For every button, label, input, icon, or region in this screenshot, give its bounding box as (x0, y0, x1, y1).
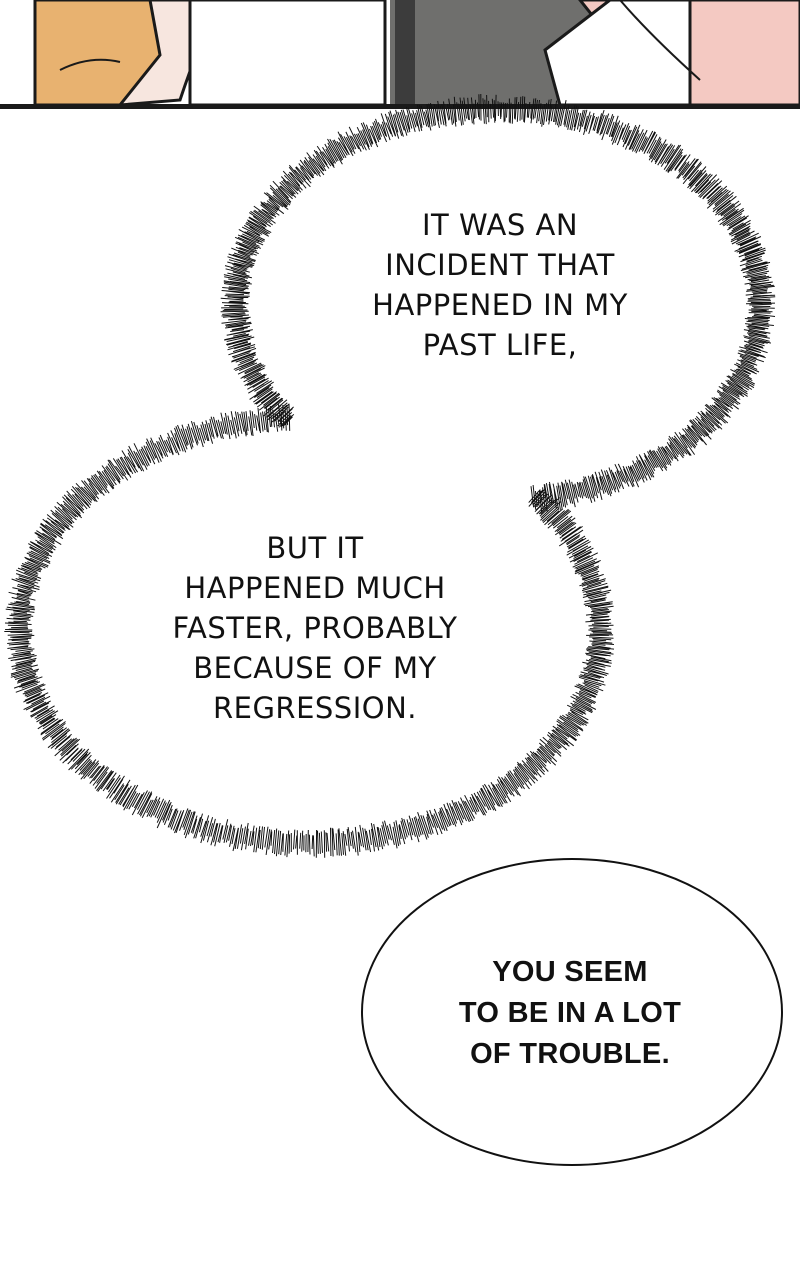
text-line: HAPPENED IN MY (372, 288, 628, 322)
text-line: OF TROUBLE. (470, 1038, 670, 1070)
text-line: YOU SEEM (492, 956, 648, 988)
thought-bubble-text-1: IT WAS AN INCIDENT THAT HAPPENED IN MY P… (330, 205, 670, 365)
thought-bubble-outline (4, 93, 776, 858)
text-line: PAST LIFE, (422, 328, 578, 362)
thought-bubble-text-2: BUT IT HAPPENED MUCH FASTER, PROBABLY BE… (140, 528, 490, 728)
text-line: BUT IT (266, 531, 364, 565)
panel-artwork (33, 0, 800, 108)
text-line: INCIDENT THAT (385, 248, 615, 282)
text-line: FASTER, PROBABLY (172, 611, 458, 645)
text-line: TO BE IN A LOT (458, 997, 682, 1029)
speech-bubble-outline (361, 858, 783, 1166)
text-line: REGRESSION. (212, 691, 418, 725)
comic-panel-top (0, 0, 800, 108)
panel-border (0, 104, 800, 109)
speech-bubble-text: YOU SEEM TO BE IN A LOT OF TROUBLE. (420, 952, 720, 1075)
text-line: IT WAS AN (421, 208, 579, 242)
thought-bubble-hatching (4, 93, 776, 858)
text-line: BECAUSE OF MY (193, 651, 437, 685)
text-line: HAPPENED MUCH (184, 571, 446, 605)
